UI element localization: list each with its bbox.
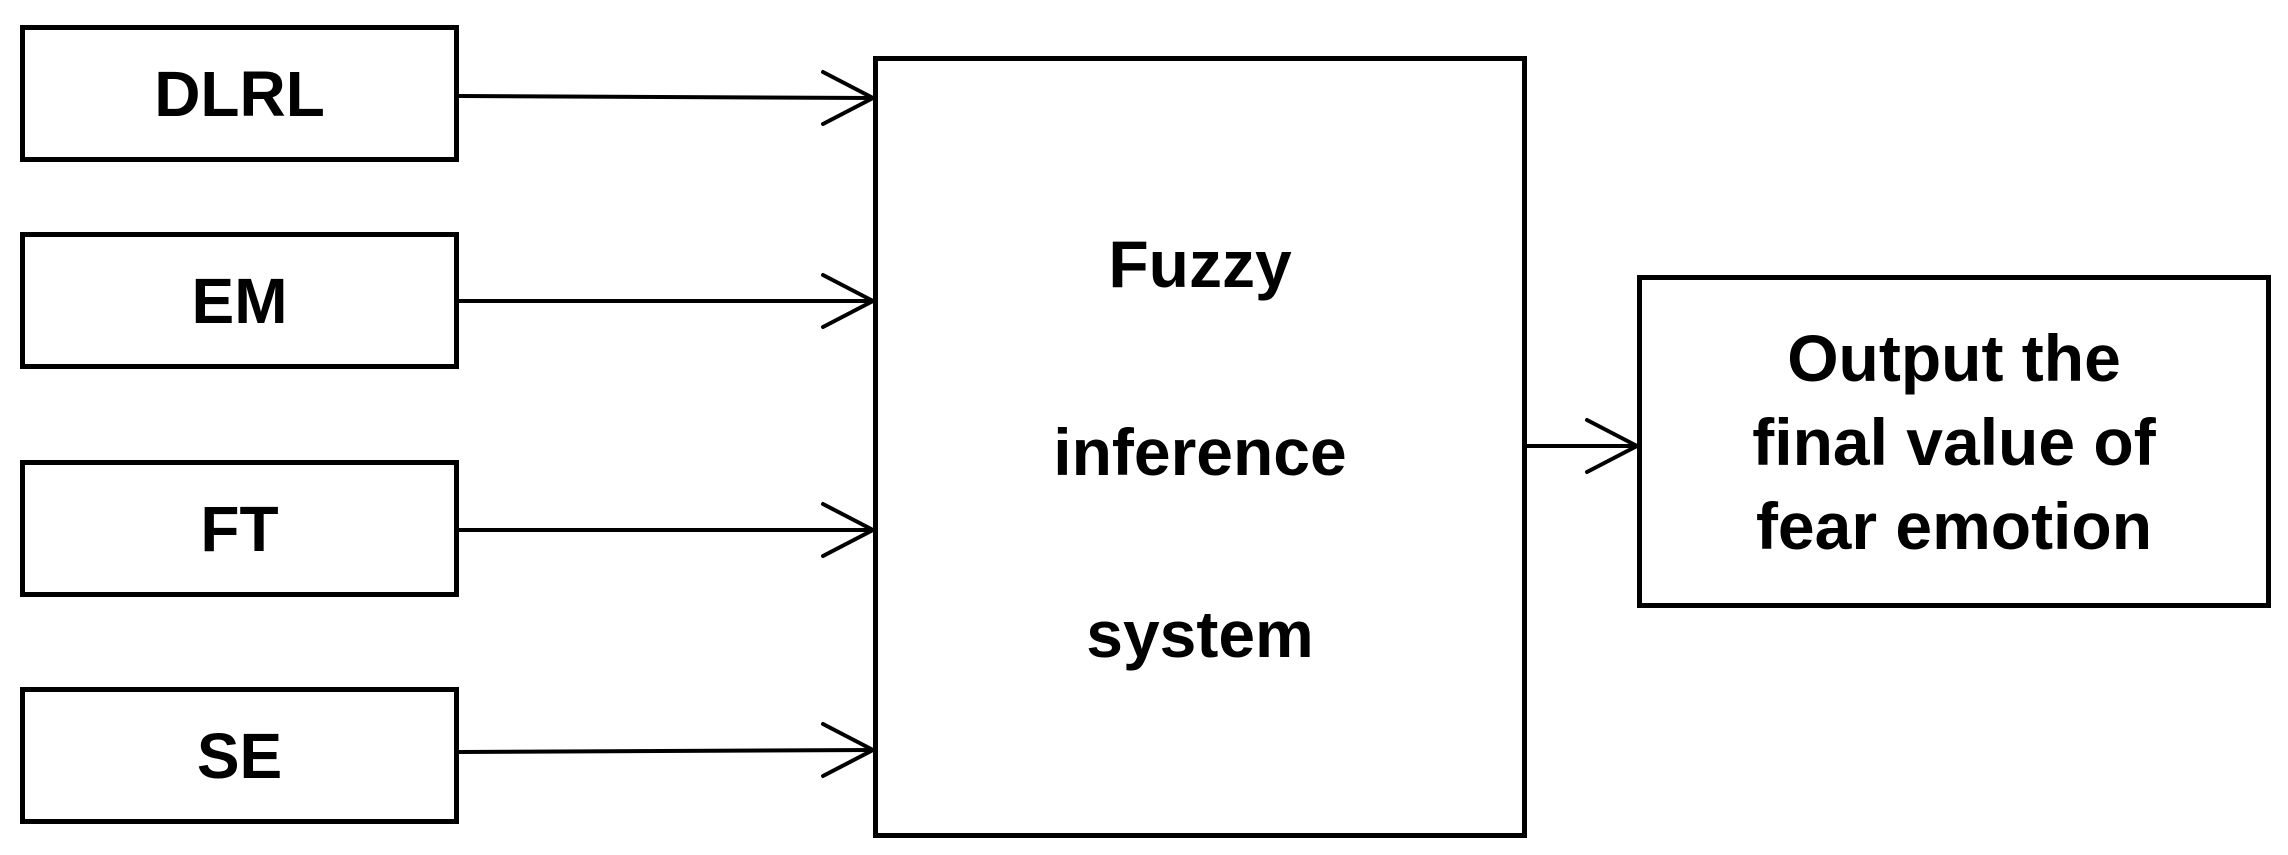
system-label-line: inference: [1053, 415, 1347, 489]
fuzzy-inference-system-box: Fuzzy inference system: [873, 56, 1527, 838]
arrow-dlrl-to-system: [457, 70, 875, 126]
input-label: DLRL: [154, 57, 325, 130]
output-label-line: Output the: [1787, 320, 2121, 395]
arrow-se-to-system: [457, 722, 875, 778]
arrow-em-to-system: [457, 273, 875, 329]
input-box-em: EM: [20, 232, 459, 369]
input-label: EM: [191, 264, 288, 337]
input-label: FT: [200, 492, 279, 565]
input-label: SE: [196, 719, 283, 792]
arrow-ft-to-system: [457, 502, 875, 558]
input-box-ft: FT: [20, 460, 459, 597]
output-label-line: final value of: [1752, 404, 2156, 479]
system-label-line: system: [1086, 597, 1314, 671]
input-box-dlrl: DLRL: [20, 25, 459, 162]
output-box: Output the final value of fear emotion: [1637, 275, 2271, 608]
system-label-line: Fuzzy: [1108, 227, 1292, 301]
input-box-se: SE: [20, 687, 459, 824]
arrow-system-to-output: [1525, 418, 1639, 474]
output-label-line: fear emotion: [1755, 488, 2153, 563]
